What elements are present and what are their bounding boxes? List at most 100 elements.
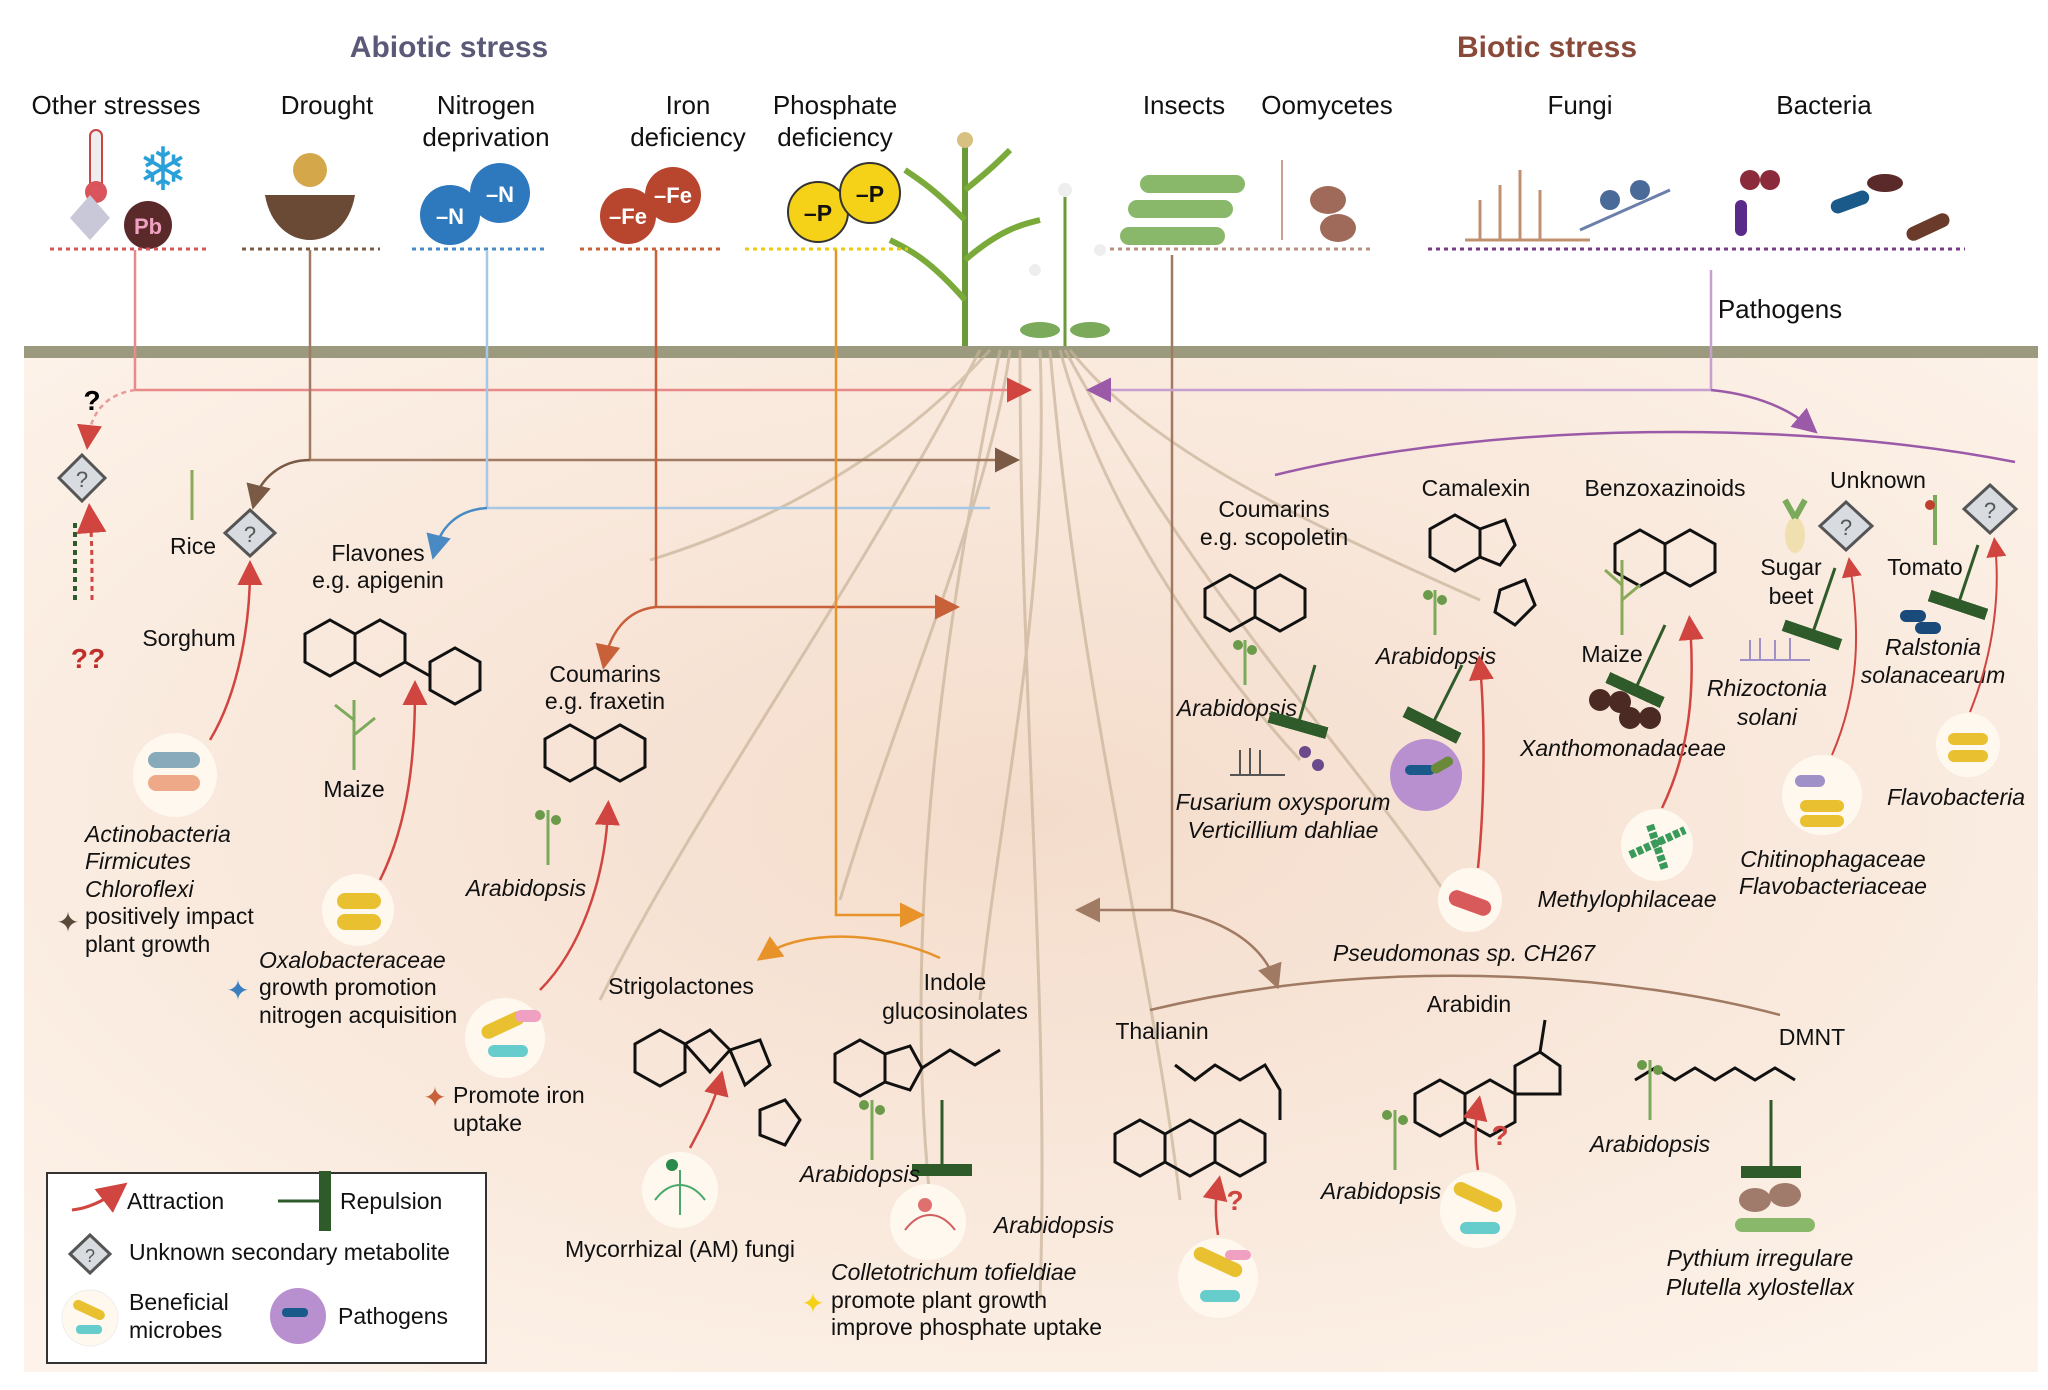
maize-plant-icon bbox=[1604, 560, 1641, 635]
fungi-hyphae-icon bbox=[1465, 170, 1671, 242]
attraction-arrow bbox=[1462, 1095, 1488, 1171]
arabidopsis-plant-icon bbox=[1423, 590, 1447, 635]
star-icon: ✦ bbox=[56, 907, 79, 938]
repulsion-arrow bbox=[1267, 664, 1329, 739]
attraction-legend-icon bbox=[71, 1182, 128, 1213]
oomycetes-icon bbox=[1281, 160, 1356, 242]
repulsion-arrow bbox=[1781, 567, 1843, 651]
nitrogen-deficiency-icon: –N –N bbox=[420, 163, 530, 245]
pathogens-legend-icon bbox=[270, 1288, 326, 1344]
pathogens-label: Pathogens bbox=[1718, 294, 1842, 324]
colletotrichum-note-2: improve phosphate uptake bbox=[831, 1314, 1102, 1340]
flavobacteriaceae-label: Flavobacteriaceae bbox=[1739, 873, 1927, 899]
snowflake-icon: ❄ bbox=[138, 136, 188, 203]
arabidopsis-plant-icon bbox=[535, 810, 561, 865]
thermometer-icon bbox=[85, 129, 107, 203]
bacteria-label: Bacteria bbox=[1776, 90, 1872, 120]
fungi-icon bbox=[1230, 746, 1324, 776]
coumarins-scopoletin-label: Coumarins bbox=[1218, 496, 1329, 522]
tomato-label: Tomato bbox=[1887, 554, 1962, 580]
methylophilaceae-label: Methylophilaceae bbox=[1537, 886, 1716, 912]
arabidopsis-label: Arabidopsis bbox=[1374, 643, 1497, 669]
beneficial-microbes-legend-icon bbox=[61, 1289, 119, 1347]
crystal-icon bbox=[70, 195, 110, 240]
fraxetin-structure bbox=[543, 723, 647, 783]
attraction-arrow bbox=[1202, 1175, 1228, 1236]
star-icon: ✦ bbox=[226, 975, 249, 1006]
star-icon: ✦ bbox=[423, 1082, 446, 1113]
attraction-arrow bbox=[539, 800, 620, 991]
unknown-question-mark: ? bbox=[83, 385, 100, 416]
oxalo-note-1: growth promotion bbox=[259, 974, 437, 1000]
question-mark: ? bbox=[1491, 1120, 1508, 1151]
arabidopsis-label: Arabidopsis bbox=[1175, 695, 1298, 721]
beneficial-microbes-icon bbox=[465, 998, 545, 1078]
xanthomonadaceae-label: Xanthomonadaceae bbox=[1519, 735, 1726, 761]
beneficial-microbes-icon bbox=[1178, 1238, 1258, 1318]
plutella-label: Plutella xylostellax bbox=[1666, 1274, 1855, 1300]
svg-text:?: ? bbox=[244, 522, 256, 547]
fungi-label: Fungi bbox=[1547, 90, 1612, 120]
pathogen-icon bbox=[1390, 739, 1462, 811]
iron-note-1: Promote iron bbox=[453, 1082, 585, 1108]
nitrogen-label-2: deprivation bbox=[422, 122, 549, 152]
phosphate-label-1: Phosphate bbox=[773, 90, 897, 120]
methylophilaceae-bacteria-icon bbox=[1621, 809, 1693, 881]
bacteria-icon bbox=[1735, 170, 1950, 241]
svg-text:?: ? bbox=[85, 1246, 95, 1266]
attraction-arrow bbox=[1969, 537, 2007, 713]
arabidopsis-plant-icon bbox=[1637, 1060, 1663, 1120]
svg-text:?: ? bbox=[1984, 498, 1996, 523]
arabidopsis-plant-icon bbox=[1233, 640, 1257, 685]
ralstonia-bacteria-icon bbox=[1900, 610, 1941, 634]
arabidin-structure bbox=[1413, 1019, 1562, 1138]
pythium-label: Pythium irregulare bbox=[1667, 1245, 1854, 1271]
svg-text:–Fe: –Fe bbox=[654, 183, 692, 208]
unknown-metabolite-diamond-icon: ? bbox=[1961, 482, 2019, 536]
arabidopsis-label: Arabidopsis bbox=[1319, 1178, 1442, 1204]
colletotrichum-note-1: promote plant growth bbox=[831, 1287, 1047, 1313]
attraction-arrow bbox=[1660, 615, 1704, 809]
unknown-label: Unknown bbox=[1830, 467, 1926, 493]
drought-label: Drought bbox=[281, 90, 374, 120]
repulsion-arrow bbox=[1605, 624, 1667, 709]
tomato-plant-icon bbox=[1925, 495, 1937, 545]
beneficial-microbes-icon bbox=[133, 733, 217, 817]
root-system bbox=[598, 348, 1481, 1301]
oxalobacteraceae-label: Oxalobacteraceae bbox=[259, 947, 446, 973]
legend-beneficial-1: Beneficial bbox=[129, 1289, 229, 1315]
attraction-arrow bbox=[1468, 655, 1494, 869]
sugar-beet-icon bbox=[1782, 498, 1808, 553]
unknown-metabolite-diamond-icon: ? bbox=[56, 452, 108, 504]
flavones-label: Flavones bbox=[331, 540, 424, 566]
sugar-beet-label-2: beet bbox=[1769, 583, 1814, 609]
apigenin-structure bbox=[303, 618, 482, 706]
iron-deficiency-icon: –Fe –Fe bbox=[600, 167, 701, 244]
other-stresses-label: Other stresses bbox=[31, 90, 200, 120]
svg-text:?: ? bbox=[1840, 515, 1852, 540]
maize-plant-icon bbox=[888, 132, 1041, 346]
drought-sun-soil-icon bbox=[265, 153, 355, 240]
mycorrhizal-fungi-label: Mycorrhizal (AM) fungi bbox=[565, 1236, 795, 1262]
svg-text:–N: –N bbox=[486, 182, 514, 207]
dmnt-label: DMNT bbox=[1779, 1024, 1845, 1050]
attraction-dashed-icon bbox=[76, 503, 107, 601]
legend-beneficial-2: microbes bbox=[129, 1317, 222, 1343]
verticillium-label: Verticillium dahliae bbox=[1188, 817, 1379, 843]
legend-pathogens: Pathogens bbox=[338, 1303, 448, 1329]
ground-line bbox=[24, 346, 2038, 358]
iron-label-1: Iron bbox=[666, 90, 711, 120]
colletotrichum-label: Colletotrichum tofieldiae bbox=[831, 1259, 1076, 1285]
chitinophagaceae-label: Chitinophagaceae bbox=[1740, 846, 1925, 872]
attraction-arrow bbox=[378, 680, 428, 881]
repulsion-arrow bbox=[1402, 664, 1464, 744]
double-question-mark: ?? bbox=[71, 643, 105, 674]
sorghum-label: Sorghum bbox=[142, 625, 235, 651]
phosphate-label-2: deficiency bbox=[777, 122, 893, 152]
insects-label: Insects bbox=[1143, 90, 1225, 120]
fusarium-label: Fusarium oxysporum bbox=[1176, 789, 1391, 815]
pseudomonas-bacteria-icon bbox=[1438, 868, 1502, 932]
xanthomonadaceae-bacteria-icon bbox=[1589, 689, 1661, 729]
flavobacteria-label: Flavobacteria bbox=[1887, 784, 2025, 810]
star-icon: ✦ bbox=[801, 1288, 824, 1319]
